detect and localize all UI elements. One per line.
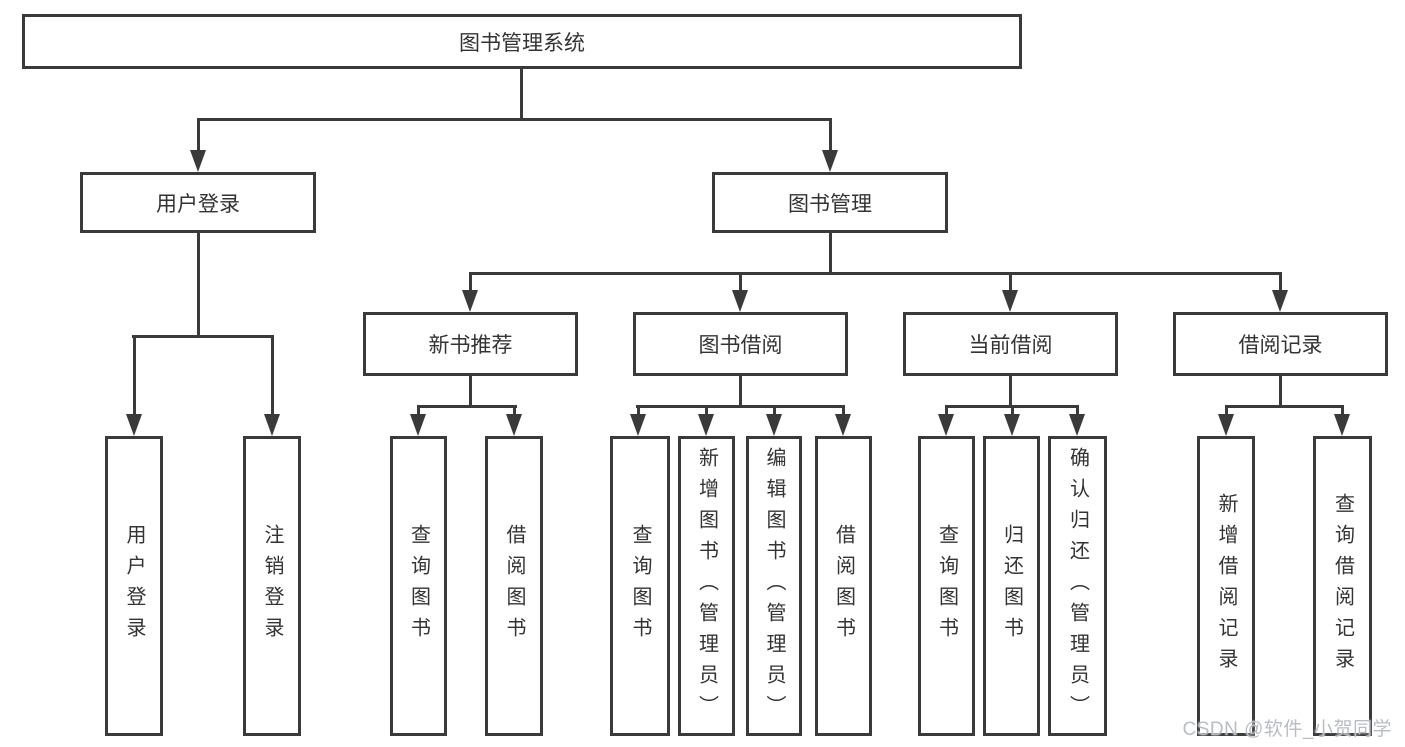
connector-line [739,375,742,407]
connector-line [197,232,200,337]
connector-line [637,405,640,417]
connector-line [417,405,517,408]
arrowhead-down-icon [732,290,748,312]
leaf-query-books-1: 查询图书 [390,436,447,736]
node-book-borrow-label: 图书借阅 [698,334,783,357]
connector-line [739,272,742,292]
watermark: CSDN @软件_小贺同学 [1182,719,1392,740]
arrowhead-down-icon [1002,290,1018,312]
leaf-label: 确认归还（管理员） [1066,446,1089,726]
leaf-query-books-3: 查询图书 [918,436,975,736]
connector-line [829,232,832,274]
connector-line [945,405,948,417]
connector-line [520,69,523,120]
connector-line [773,405,776,417]
connector-line [197,118,831,121]
arrowhead-down-icon [630,414,646,436]
leaf-query-books-2: 查询图书 [610,436,670,736]
leaf-borrow-books-1: 借阅图书 [485,436,543,736]
connector-line [197,118,200,152]
connector-line [271,335,274,416]
node-borrow-record: 借阅记录 [1173,312,1388,376]
leaf-add-borrow-record: 新增借阅记录 [1197,436,1255,736]
node-new-book-recommend: 新书推荐 [363,312,578,376]
leaf-label: 归还图书 [1000,524,1023,648]
connector-line [417,405,420,417]
connector-line [1011,405,1014,417]
leaf-label: 编辑图书（管理员） [763,446,785,726]
leaf-logout: 注销登录 [243,436,301,736]
connector-line [1279,272,1282,292]
leaf-query-borrow-record: 查询借阅记录 [1313,436,1372,736]
leaf-label: 用户登录 [123,524,145,648]
leaf-label: 新增借阅记录 [1215,493,1237,679]
node-borrow-record-label: 借阅记录 [1238,334,1323,357]
arrowhead-down-icon [410,414,426,436]
arrowhead-down-icon [1004,414,1020,436]
arrowhead-down-icon [1069,414,1085,436]
leaf-label: 查询图书 [407,524,430,648]
node-current-borrow: 当前借阅 [903,312,1118,376]
arrowhead-down-icon [1218,414,1234,436]
arrowhead-down-icon [938,414,954,436]
arrowhead-down-icon [506,414,522,436]
connector-line [1076,405,1079,417]
leaf-confirm-return-admin: 确认归还（管理员） [1048,436,1107,736]
connector-line [1225,405,1228,417]
leaf-label: 查询图书 [935,524,958,648]
node-user-login-label: 用户登录 [156,192,240,216]
connector-line [469,272,472,292]
leaf-label: 新增图书（管理员） [695,446,718,726]
connector-line [132,335,274,338]
connector-line [705,405,708,417]
leaf-label: 注销登录 [261,524,283,648]
leaf-label: 借阅图书 [503,524,525,648]
connector-line [133,335,136,416]
node-user-login: 用户登录 [80,172,316,233]
leaf-label: 查询图书 [629,524,651,648]
connector-line [1225,405,1344,408]
arrowhead-down-icon [1334,414,1350,436]
leaf-user-login: 用户登录 [105,436,163,736]
connector-line [636,405,845,408]
leaf-return-books: 归还图书 [983,436,1040,736]
leaf-label: 查询借阅记录 [1331,493,1354,679]
connector-line [829,118,832,152]
node-current-borrow-label: 当前借阅 [968,334,1053,357]
arrowhead-down-icon [1272,290,1288,312]
connector-line [1341,405,1344,417]
node-book-management: 图书管理 [712,172,948,233]
connector-line [1009,272,1012,292]
arrowhead-down-icon [264,414,280,436]
connector-line [513,405,516,417]
arrowhead-down-icon [822,150,838,172]
node-root: 图书管理系统 [22,14,1022,69]
arrowhead-down-icon [698,414,714,436]
arrowhead-down-icon [126,414,142,436]
arrowhead-down-icon [190,150,206,172]
node-book-management-label: 图书管理 [788,192,872,216]
node-new-book-recommend-label: 新书推荐 [428,334,513,357]
leaf-label: 借阅图书 [832,524,855,648]
leaf-borrow-books-2: 借阅图书 [815,436,872,736]
arrowhead-down-icon [835,414,851,436]
connector-line [469,272,1282,275]
connector-line [1279,375,1282,407]
node-book-borrow: 图书借阅 [633,312,848,376]
connector-line [1009,375,1012,407]
node-root-label: 图书管理系统 [459,31,585,55]
arrowhead-down-icon [766,414,782,436]
connector-line [842,405,845,417]
arrowhead-down-icon [462,290,478,312]
leaf-add-books-admin: 新增图书（管理员） [678,436,735,736]
leaf-edit-books-admin: 编辑图书（管理员） [746,436,802,736]
connector-line [469,375,472,407]
